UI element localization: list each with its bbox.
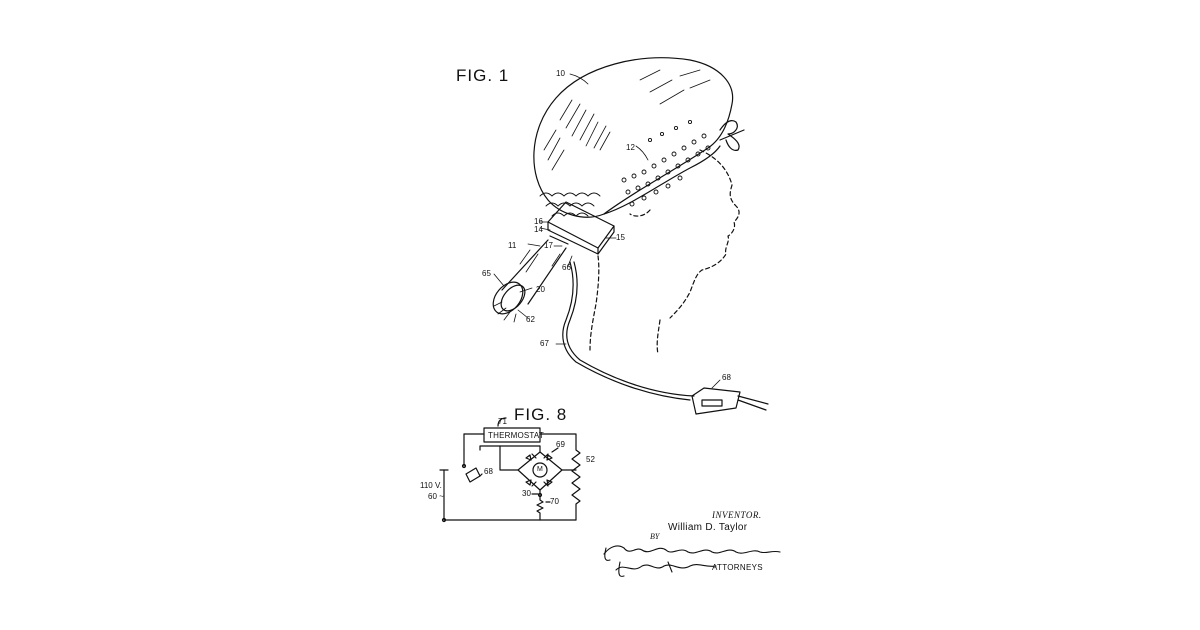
- fig8-ref-69: 69: [556, 440, 565, 449]
- frequency-label: 60 ~: [428, 492, 444, 501]
- hair-bonnet: [533, 57, 745, 218]
- ref-numeral-66: 66: [562, 263, 571, 272]
- ref-numeral-11: 11: [508, 241, 517, 250]
- ref-numeral-12: 12: [626, 143, 635, 152]
- ref-numeral-14: 14: [534, 225, 543, 234]
- ref-numeral-65: 65: [482, 269, 491, 278]
- fig8-ref-70: 70: [550, 497, 559, 506]
- fig1-title: FIG. 1: [456, 66, 510, 85]
- voltage-label: 110 V.: [420, 481, 442, 490]
- ref-numeral-16: 16: [534, 217, 543, 226]
- ref-numeral-20: 20: [536, 285, 545, 294]
- ref-numeral-17: 17: [544, 241, 553, 250]
- fig8-ref-30: 30: [522, 489, 531, 498]
- airflow-arrows: [493, 301, 517, 323]
- fig8-title: FIG. 8: [514, 405, 568, 424]
- fig1-leaders: [493, 73, 721, 389]
- ref-numeral-68: 68: [722, 373, 731, 382]
- attorneys-label: ATTORNEYS: [712, 563, 763, 572]
- fig8-ref-52: 52: [586, 455, 595, 464]
- ref-numeral-10: 10: [556, 69, 565, 78]
- fig8-ref-68: 68: [484, 467, 493, 476]
- ref-numeral-62: 62: [526, 315, 535, 324]
- hair-scallops: [539, 192, 601, 217]
- attorney-signature: [603, 545, 781, 577]
- inventor-caption: INVENTOR.: [712, 510, 762, 520]
- ref-numeral-67: 67: [540, 339, 549, 348]
- by-label: BY: [650, 532, 660, 541]
- cord-switch-box: [691, 387, 741, 415]
- fig8-ref-71: 71: [498, 417, 507, 426]
- head-profile-outline: [589, 149, 740, 355]
- bonnet-shading: [543, 69, 711, 171]
- bonnet-perforations: [621, 119, 711, 207]
- fig8-circuit: [439, 417, 581, 523]
- dryer-housing: [547, 201, 615, 255]
- motor-label: M: [537, 466, 543, 473]
- inventor-name: William D. Taylor: [668, 522, 748, 533]
- ref-numeral-15: 15: [616, 233, 625, 242]
- power-cord: [562, 261, 769, 411]
- blower-tube: [492, 235, 569, 315]
- thermostat-label: THERMOSTAT: [488, 431, 544, 440]
